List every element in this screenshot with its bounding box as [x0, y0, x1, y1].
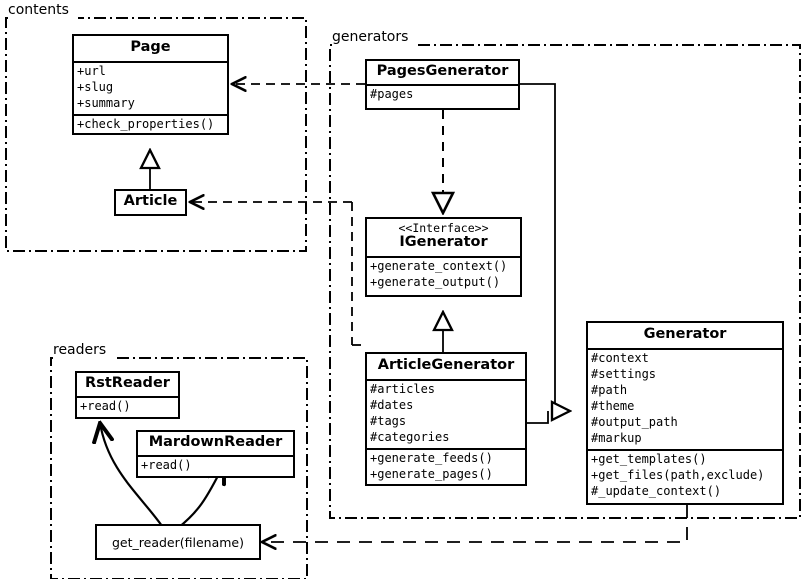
attribute-path: #path [591, 382, 628, 397]
class-box-mardownreader[interactable]: MardownReader +read() [136, 430, 295, 478]
class-operations-articlegenerator: +generate_feeds() +generate_pages() [367, 447, 525, 484]
package-border-readers [50, 357, 308, 579]
attribute-context: #context [591, 350, 649, 365]
class-stereotype-igenerator: <<Interface>> [398, 221, 489, 235]
class-box-pagesgenerator[interactable]: PagesGenerator #pages [365, 59, 520, 110]
function-node-label: get_reader(filename) [112, 534, 244, 550]
operation-generate-feeds: +generate_feeds() [370, 450, 493, 465]
attribute-pages: #pages [370, 86, 414, 101]
class-operations-mardownreader: +read() [138, 454, 293, 476]
class-name-pagesgenerator: PagesGenerator [376, 63, 509, 79]
operation-get-templates: +get_templates() [591, 451, 707, 466]
class-name-rstreader: RstReader [85, 375, 170, 391]
package-label-contents: contents [8, 2, 69, 18]
attribute-categories: #categories [370, 429, 450, 444]
class-attributes-generator: #context #settings #path #theme #output_… [588, 347, 782, 449]
operation-check-properties: +check_properties() [77, 116, 215, 131]
operation-get-files: +get_files(path,exclude) [591, 467, 765, 482]
attribute-dates: #dates [370, 397, 414, 412]
operation-generate-context: +generate_context() [370, 259, 508, 274]
class-operations-generator: +get_templates() +get_files(path,exclude… [588, 448, 782, 502]
class-name-articlegenerator: ArticleGenerator [377, 357, 515, 373]
class-box-articlegenerator[interactable]: ArticleGenerator #articles #dates #tags … [365, 352, 527, 486]
class-name-igenerator: IGenerator [399, 234, 488, 251]
edge-articlegenerator-inherits-generator [527, 411, 549, 424]
edge-getreader-to-rstreader [100, 423, 163, 527]
class-box-rstreader[interactable]: RstReader +read() [75, 371, 180, 419]
package-border-generators [329, 44, 801, 519]
class-box-article[interactable]: Article [114, 189, 187, 216]
class-name-generator: Generator [643, 326, 727, 342]
class-name-mardownreader: MardownReader [148, 434, 283, 450]
class-operations-igenerator: +generate_context() +generate_output() [367, 256, 520, 293]
operation-read-rst: +read() [80, 398, 131, 413]
attribute-tags: #tags [370, 413, 407, 428]
attribute-theme: #theme [591, 398, 635, 413]
class-attributes-articlegenerator: #articles #dates #tags #categories [367, 378, 525, 448]
edge-generator-to-getreader [262, 505, 688, 542]
attribute-slug: +slug [77, 79, 114, 94]
class-attributes-pagesgenerator: #pages [367, 83, 518, 105]
attribute-markup: #markup [591, 430, 642, 445]
package-label-generators: generators [332, 29, 409, 45]
class-box-generator[interactable]: Generator #context #settings #path #them… [586, 321, 784, 505]
operation-generate-output: +generate_output() [370, 275, 501, 290]
attribute-articles: #articles [370, 381, 436, 396]
class-operations-page: +check_properties() [74, 113, 227, 133]
attribute-output-path: #output_path [591, 414, 678, 429]
operation-generate-pages: +generate_pages() [370, 466, 493, 481]
function-node-get-reader[interactable]: get_reader(filename) [95, 524, 261, 560]
class-box-igenerator[interactable]: <<Interface>> IGenerator +generate_conte… [365, 217, 522, 297]
attribute-settings: #settings [591, 366, 657, 381]
operation-read-mardown: +read() [141, 457, 192, 472]
package-label-readers: readers [53, 342, 107, 358]
attribute-summary: +summary [77, 95, 135, 110]
class-attributes-page: +url +slug +summary [74, 60, 227, 114]
attribute-url: +url [77, 63, 106, 78]
package-border-contents [5, 17, 307, 252]
class-name-article: Article [123, 193, 178, 209]
class-operations-rstreader: +read() [77, 395, 178, 417]
operation-update-context: #_update_context() [591, 483, 722, 498]
class-name-page: Page [130, 39, 171, 55]
edge-pagesgenerator-inherits-generator [520, 83, 570, 411]
class-box-page[interactable]: Page +url +slug +summary +check_properti… [72, 34, 229, 135]
